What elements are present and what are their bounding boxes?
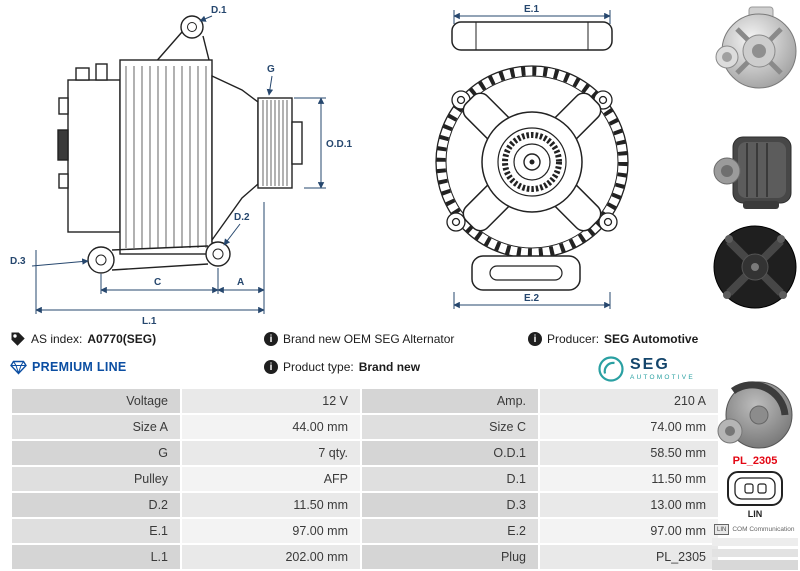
sidebar-placeholder-row xyxy=(712,538,798,546)
as-index: AS index: A0770(SEG) xyxy=(10,329,156,349)
spec-value-cell: 97.00 mm xyxy=(182,519,360,543)
sidebar-placeholder-row xyxy=(712,549,798,557)
seg-logo-name: SEG xyxy=(630,355,670,373)
premium-line-label: PREMIUM LINE xyxy=(32,360,127,374)
dim-label-d2: D.2 xyxy=(234,212,250,223)
spec-value-cell: 58.50 mm xyxy=(540,441,718,465)
spec-row: Voltage 12 V Amp. 210 A xyxy=(12,389,718,413)
spec-label-cell: Voltage xyxy=(12,389,180,413)
product-photo-3[interactable] xyxy=(713,219,797,316)
dim-label-l1: L.1 xyxy=(142,316,157,327)
spec-value-cell: 202.00 mm xyxy=(182,545,360,569)
spec-table: Voltage 12 V Amp. 210 A Size A 44.00 mm … xyxy=(10,387,720,571)
info-icon: i xyxy=(528,332,542,346)
spec-label-cell: L.1 xyxy=(12,545,180,569)
photo-sidebar: PL_2305 LIN LIN COM Communication xyxy=(712,0,798,571)
spec-value-cell: 13.00 mm xyxy=(540,493,718,517)
product-photo-4[interactable] xyxy=(713,377,797,455)
spec-row: E.1 97.00 mm E.2 97.00 mm xyxy=(12,519,718,543)
producer-label: Producer: xyxy=(547,332,600,346)
spec-value-cell: 74.00 mm xyxy=(540,415,718,439)
spec-value-cell: 11.50 mm xyxy=(182,493,360,517)
spec-value-cell: 12 V xyxy=(182,389,360,413)
spec-label-cell: Size C xyxy=(362,415,538,439)
spec-row: L.1 202.00 mm Plug PL_2305 xyxy=(12,545,718,569)
brand-new-text: Brand new OEM SEG Alternator xyxy=(283,332,455,346)
spec-label-cell: D.1 xyxy=(362,467,538,491)
info-icon: i xyxy=(264,360,278,374)
product-type-value: Brand new xyxy=(358,360,421,374)
spec-value-cell: AFP xyxy=(182,467,360,491)
spec-value-cell: 210 A xyxy=(540,389,718,413)
spec-label-cell: Size A xyxy=(12,415,180,439)
spec-value-cell: 97.00 mm xyxy=(540,519,718,543)
premium-line: PREMIUM LINE xyxy=(10,357,127,377)
info-icon: i xyxy=(264,332,278,346)
dim-label-od1: O.D.1 xyxy=(326,139,353,150)
producer: i Producer: SEG Automotive xyxy=(528,329,698,349)
seg-logo-icon xyxy=(598,356,624,382)
product-type-label: Product type: xyxy=(283,360,354,374)
dim-label-e1: E.1 xyxy=(524,4,539,15)
product-photo-2[interactable] xyxy=(713,127,797,215)
spec-value-cell: 44.00 mm xyxy=(182,415,360,439)
spec-label-cell: O.D.1 xyxy=(362,441,538,465)
spec-label-cell: E.2 xyxy=(362,519,538,543)
spec-value-cell: 11.50 mm xyxy=(540,467,718,491)
spec-value-cell: 7 qty. xyxy=(182,441,360,465)
plug-type-label: LIN xyxy=(747,509,763,519)
as-index-value: A0770(SEG) xyxy=(87,332,157,346)
spec-row: D.2 11.50 mm D.3 13.00 mm xyxy=(12,493,718,517)
comm-chip: LIN xyxy=(714,524,730,535)
spec-label-cell: E.1 xyxy=(12,519,180,543)
comm-text: COM Communication xyxy=(732,526,795,533)
brand-new-note: i Brand new OEM SEG Alternator xyxy=(264,329,454,349)
sidebar-placeholder-row xyxy=(712,560,798,570)
plug-connector-drawing xyxy=(727,471,783,506)
seg-logo: SEG AUTOMOTIVE xyxy=(597,355,695,383)
plug-code: PL_2305 xyxy=(732,455,778,467)
spec-row: Pulley AFP D.1 11.50 mm xyxy=(12,467,718,491)
dim-label-d1: D.1 xyxy=(211,5,227,16)
front-view-drawing: E.1 E.2 xyxy=(435,4,629,309)
spec-label-cell: D.2 xyxy=(12,493,180,517)
spec-row: Size A 44.00 mm Size C 74.00 mm xyxy=(12,415,718,439)
dim-label-d3: D.3 xyxy=(10,256,26,267)
spec-label-cell: G xyxy=(12,441,180,465)
dim-label-a: A xyxy=(237,277,244,288)
tag-icon xyxy=(11,332,25,346)
side-view-drawing: D.1 G O.D.1 D.2 D.3 C A L.1 xyxy=(10,5,353,327)
spec-row: G 7 qty. O.D.1 58.50 mm xyxy=(12,441,718,465)
dim-label-g: G xyxy=(267,64,275,75)
spec-label-cell: Pulley xyxy=(12,467,180,491)
spec-label-cell: D.3 xyxy=(362,493,538,517)
product-type: i Product type: Brand new xyxy=(264,357,420,377)
spec-label-cell: Plug xyxy=(362,545,538,569)
dim-label-c: C xyxy=(154,277,161,288)
spec-label-cell: Amp. xyxy=(362,389,538,413)
plug-communication: LIN COM Communication xyxy=(714,524,794,535)
spec-value-cell: PL_2305 xyxy=(540,545,718,569)
diamond-icon xyxy=(10,360,27,375)
product-photo-1[interactable] xyxy=(713,5,797,93)
dim-label-e2: E.2 xyxy=(524,293,539,304)
seg-logo-sub: AUTOMOTIVE xyxy=(630,373,695,381)
as-index-label: AS index: xyxy=(31,332,83,346)
producer-value: SEG Automotive xyxy=(604,332,699,346)
